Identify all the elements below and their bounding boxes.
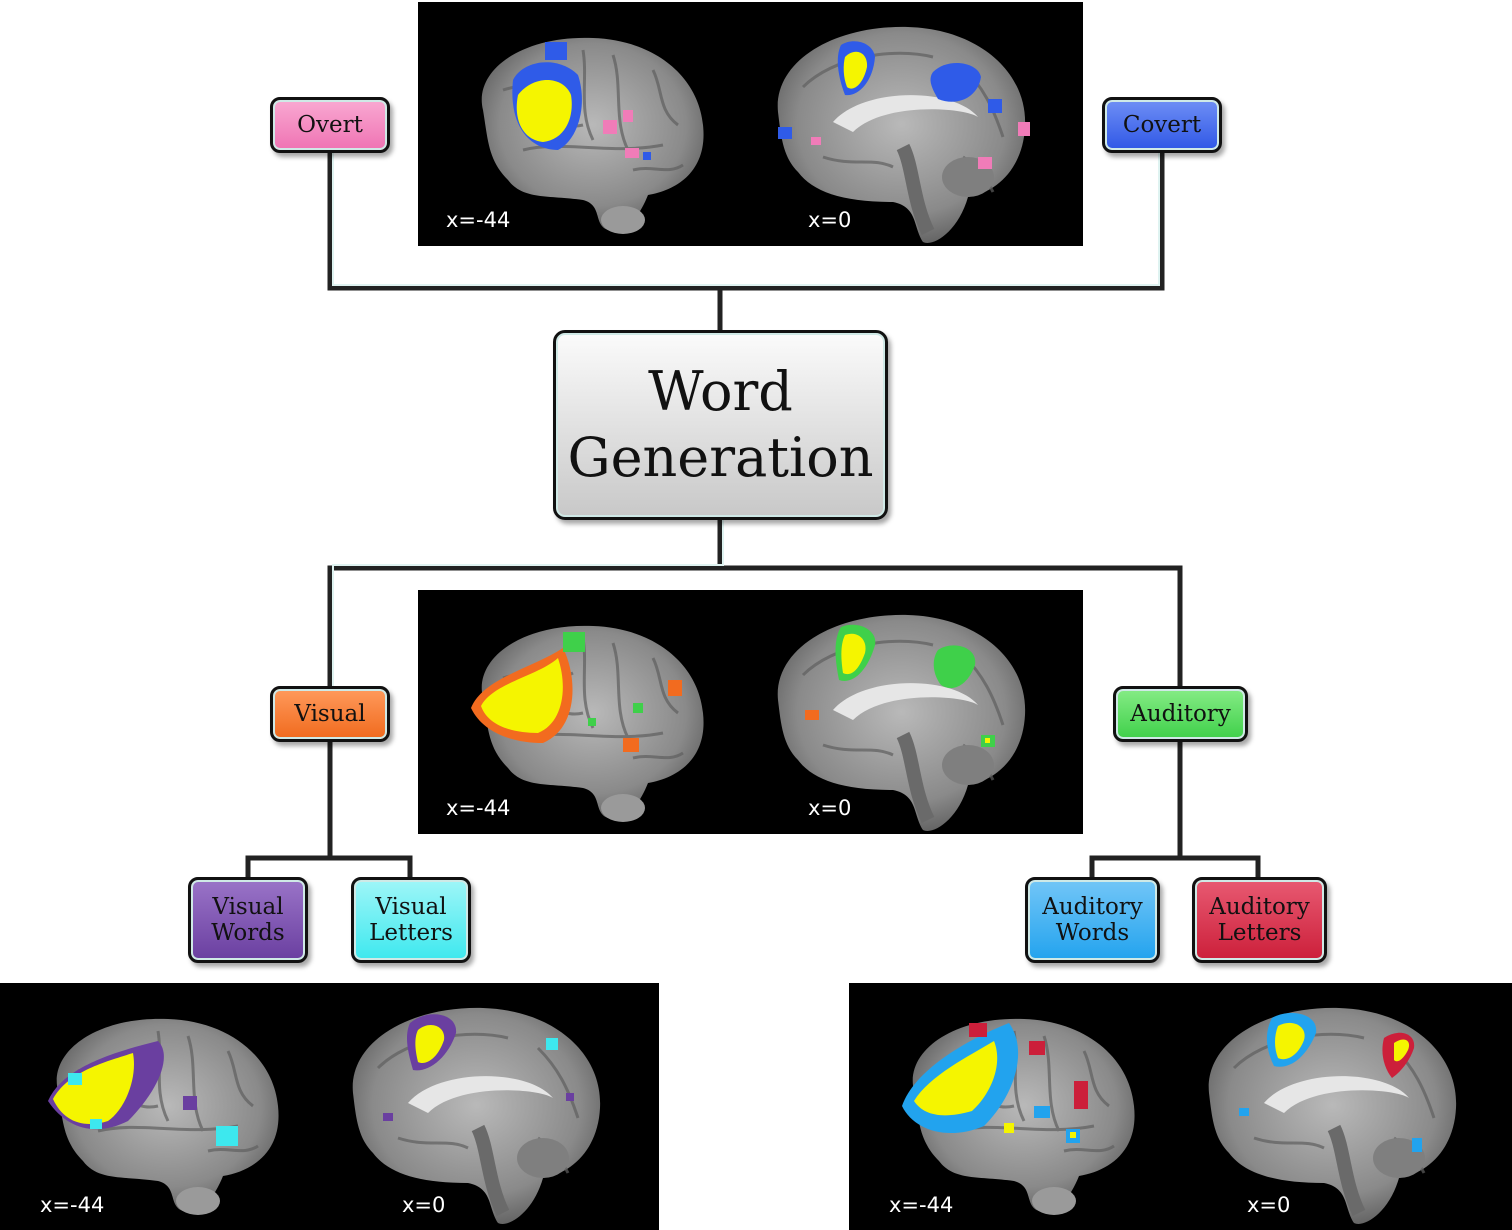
overt-label: Overt <box>297 111 363 138</box>
auditory-letters-line1: Auditory <box>1209 893 1310 920</box>
coord-label-lateral: x=-44 <box>40 1193 105 1217</box>
visual-box: Visual <box>270 686 390 742</box>
auditory-words-letters-brain-panel: x=-44 x=0 <box>849 983 1512 1230</box>
visual-letters-line2: Letters <box>369 920 453 946</box>
auditory-label: Auditory <box>1130 700 1231 727</box>
auditory-letters-box: Auditory Letters <box>1192 877 1327 963</box>
auditory-words-letters-brain-image <box>902 983 1512 1230</box>
visual-words-letters-brain-panel: x=-44 x=0 <box>0 983 659 1230</box>
word-generation-line1: Word <box>648 360 793 424</box>
word-generation-line2: Generation <box>567 426 874 489</box>
coord-label-lateral: x=-44 <box>889 1193 954 1217</box>
visual-letters-box: Visual Letters <box>351 877 471 963</box>
visual-words-line2: Words <box>211 920 285 946</box>
visual-words-box: Visual Words <box>188 877 308 963</box>
visual-words-letters-brain-image <box>48 983 659 1230</box>
coord-label-medial: x=0 <box>808 208 852 232</box>
overt-covert-brain-image <box>480 2 1083 246</box>
visual-auditory-brain-image <box>471 590 1083 834</box>
visual-words-line1: Visual <box>212 893 284 920</box>
auditory-words-line1: Auditory <box>1042 893 1143 920</box>
coord-label-lateral: x=-44 <box>446 796 511 820</box>
covert-label: Covert <box>1122 111 1202 138</box>
auditory-words-line2: Words <box>1055 920 1130 946</box>
visual-auditory-brain-panel: x=-44 x=0 <box>418 590 1083 834</box>
auditory-letters-line2: Letters <box>1217 920 1302 946</box>
word-generation-box: Word Generation <box>553 330 888 520</box>
overt-box: Overt <box>270 97 390 153</box>
covert-box: Covert <box>1102 97 1222 153</box>
overt-covert-brain-panel: x=-44 x=0 <box>418 2 1083 246</box>
auditory-box: Auditory <box>1113 686 1248 742</box>
coord-label-medial: x=0 <box>1247 1193 1291 1217</box>
coord-label-medial: x=0 <box>402 1193 446 1217</box>
coord-label-lateral: x=-44 <box>446 208 511 232</box>
auditory-words-box: Auditory Words <box>1025 877 1160 963</box>
coord-label-medial: x=0 <box>808 796 852 820</box>
visual-label: Visual <box>294 700 366 727</box>
visual-letters-line1: Visual <box>375 893 447 920</box>
